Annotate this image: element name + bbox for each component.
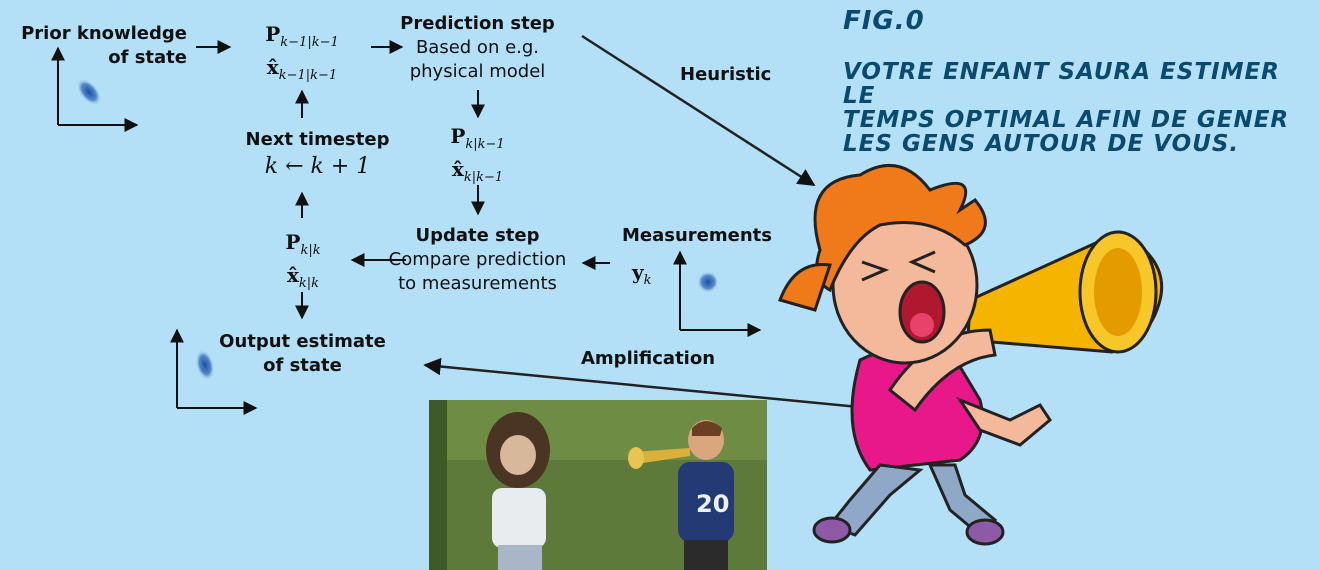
next-title: Next timestep	[245, 129, 390, 150]
prev-state: x̂k−1|k−1	[266, 55, 338, 83]
trumpet-photo: 20	[429, 400, 767, 570]
prev-cov: Pk−1|k−1	[265, 22, 339, 50]
amplification-label: Amplification	[581, 348, 716, 369]
prior-axes	[51, 46, 139, 132]
prediction-line1: Based on e.g.	[415, 37, 540, 58]
next-formula: k ← k + 1	[264, 154, 371, 179]
output-axes	[170, 328, 258, 415]
output-line2: of state	[263, 355, 342, 376]
upd-state: x̂k|k	[286, 263, 320, 291]
update-line2: to measurements	[398, 273, 557, 294]
pred-state: x̂k|k−1	[451, 157, 504, 185]
next-timestep: Next timestep k ← k + 1	[230, 128, 405, 182]
prior-blob	[76, 78, 102, 106]
pred-cov: Pk|k−1	[450, 124, 505, 152]
prediction-title: Prediction step	[400, 13, 555, 34]
arrow-amplification	[423, 357, 891, 412]
prior-line2: of state	[108, 47, 187, 68]
measurement-axes	[673, 250, 762, 337]
caption-line-3: LES GENS AUTOUR DE VOUS.	[843, 131, 1240, 157]
cartoon-kid-megaphone	[778, 163, 1164, 546]
measurements-title: Measurements	[622, 225, 772, 246]
heuristic-label: Heuristic	[680, 64, 772, 85]
prediction-step: Prediction step Based on e.g. physical m…	[385, 12, 570, 84]
caption: VOTRE ENFANT SAURA ESTIMER LE TEMPS OPTI…	[843, 60, 1313, 156]
update-title: Update step	[415, 225, 540, 246]
caption-line-1: VOTRE ENFANT SAURA ESTIMER LE	[843, 59, 1280, 109]
prev-estimate: Pk−1|k−1 x̂k−1|k−1	[232, 22, 372, 88]
output-blob	[195, 349, 215, 381]
pred-estimate: Pk|k−1 x̂k|k−1	[410, 124, 545, 190]
output-estimate-label: Output estimate of state	[205, 330, 400, 378]
svg-text:20: 20	[696, 490, 729, 518]
prior-line1: Prior knowledge	[21, 23, 187, 44]
output-line1: Output estimate	[219, 331, 386, 352]
prediction-line2: physical model	[409, 61, 546, 82]
fig-label: FIG.0	[843, 6, 925, 36]
upd-estimate: Pk|k x̂k|k	[262, 230, 344, 296]
prior-knowledge-label: Prior knowledge of state	[0, 22, 187, 70]
update-step: Update step Compare prediction to measur…	[375, 224, 580, 296]
caption-line-2: TEMPS OPTIMAL AFIN DE GENER	[843, 107, 1290, 133]
measurements-symbol: yk	[632, 260, 652, 288]
measurement-blob	[697, 271, 719, 293]
arrow-heuristic	[581, 34, 816, 187]
upd-cov: Pk|k	[285, 230, 321, 258]
update-line1: Compare prediction	[388, 249, 567, 270]
